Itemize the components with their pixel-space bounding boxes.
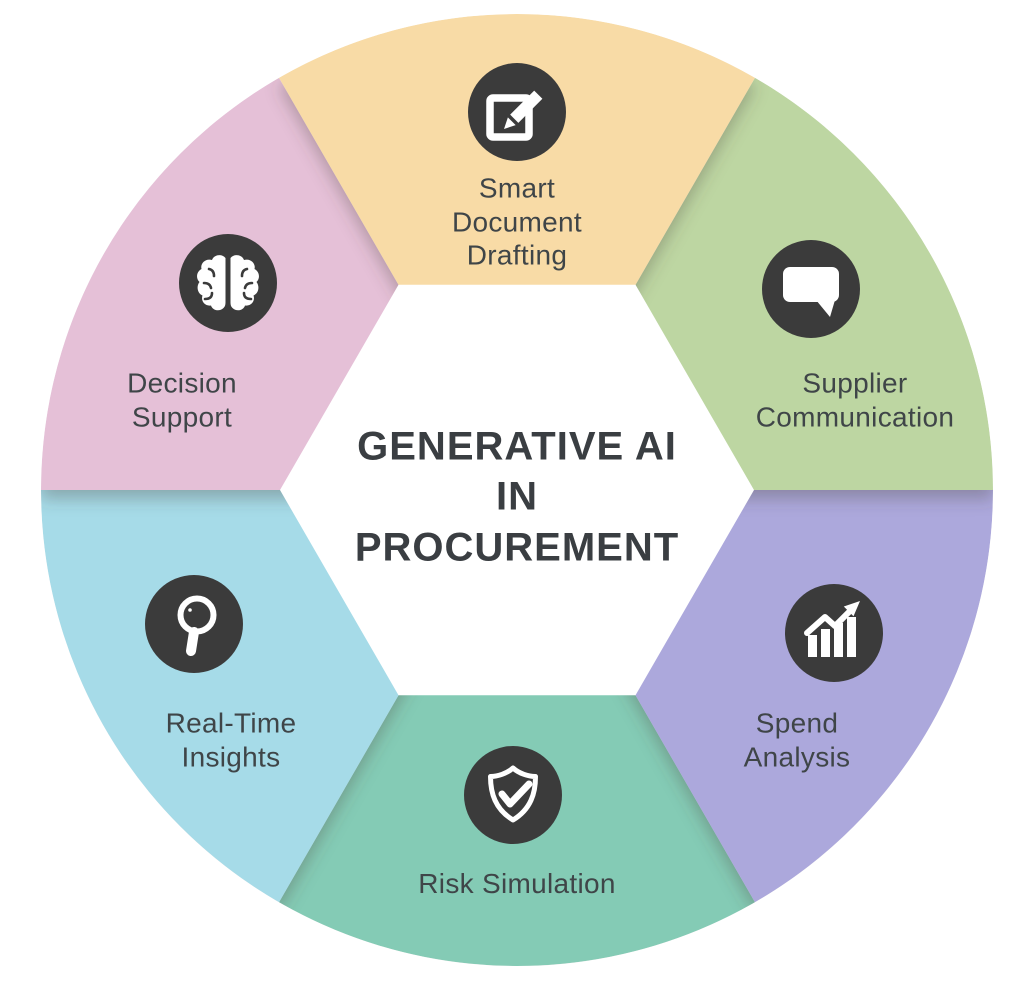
label-line: Real-Time — [165, 707, 297, 739]
label-line: Communication — [755, 401, 955, 432]
segment-label-risk-simulation: Risk Simulation — [418, 867, 615, 901]
title-line: IN — [496, 474, 538, 519]
compose-icon — [468, 63, 566, 161]
brain-icon — [179, 234, 277, 332]
label-line: Spend — [755, 707, 839, 739]
segment-label-spend-analysis: Spend Analysis — [744, 706, 851, 773]
center-hexagon — [280, 284, 754, 696]
label-line: Supplier — [802, 367, 908, 399]
segment-smart-document-drafting-wedge — [279, 14, 755, 490]
page-title: GENERATIVE AI IN PROCUREMENT — [355, 421, 679, 572]
label-line: Insights — [181, 741, 281, 772]
icon-badge — [464, 746, 562, 844]
title-line: PROCUREMENT — [354, 525, 680, 570]
label-line: Support — [131, 401, 233, 432]
bar-chart-arrow-icon — [785, 584, 883, 682]
icon-badge — [145, 575, 243, 673]
label-line: Document — [451, 206, 583, 238]
label-line: Smart — [478, 172, 556, 204]
segment-label-supplier-communication: Supplier Communication — [756, 366, 954, 433]
label-line: Drafting — [466, 239, 568, 271]
label-line: Decision — [127, 367, 237, 399]
shield-check-icon — [464, 746, 562, 844]
speech-bubble-icon — [762, 240, 860, 338]
segment-label-real-time-insights: Real-Time Insights — [166, 706, 297, 773]
segment-label-smart-document-drafting: Smart Document Drafting — [452, 172, 582, 273]
title-line: GENERATIVE AI — [357, 424, 677, 469]
label-line: Risk Simulation — [418, 868, 616, 900]
label-line: Analysis — [743, 741, 851, 772]
segment-ring — [41, 14, 993, 966]
icon-badge — [179, 234, 277, 332]
segment-label-decision-support: Decision Support — [127, 366, 237, 433]
magnifier-icon — [145, 575, 243, 673]
segment-risk-simulation-wedge — [279, 490, 755, 966]
